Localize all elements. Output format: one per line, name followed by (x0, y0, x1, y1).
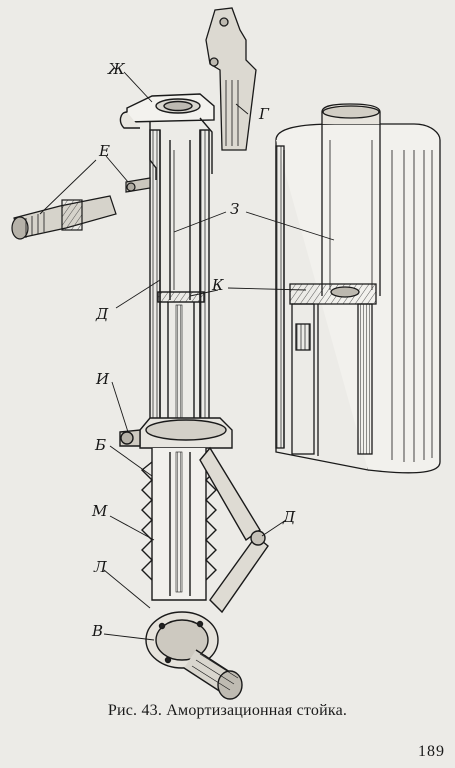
callout-d-upper: Д (96, 305, 109, 323)
callout-i: И (96, 370, 110, 388)
callout-d-lower: Д (283, 508, 296, 526)
callout-zh: Ж (108, 60, 125, 78)
callout-e: Е (99, 142, 110, 160)
top-bracket (205, 7, 257, 151)
callout-g: Г (259, 105, 269, 123)
callout-b: Б (95, 436, 107, 454)
figure-caption: Рис. 43. Амортизационная стойка. (107, 702, 348, 719)
enlarged-section (275, 103, 441, 474)
callout-v: В (92, 622, 104, 640)
callout-k: К (212, 276, 224, 294)
page-number: 189 (418, 743, 445, 760)
callout-m: М (92, 502, 108, 520)
callout-z: З (230, 200, 240, 218)
main-strut (119, 93, 269, 700)
valve-detail (11, 177, 151, 240)
callout-l: Л (94, 558, 107, 576)
leader-lines (39, 71, 335, 641)
